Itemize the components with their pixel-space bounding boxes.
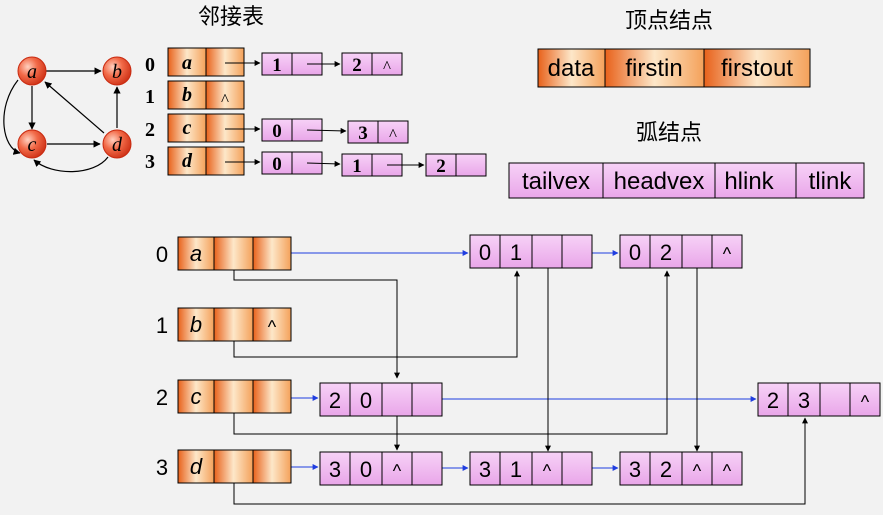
arc-headvex: 3 [798, 388, 810, 413]
graph-node-label: a [27, 61, 37, 83]
graph-node-b: b [102, 56, 132, 86]
arc-headvex: 1 [510, 240, 522, 265]
field-firstout: firstout [721, 55, 793, 82]
null-pointer: ^ [383, 57, 391, 76]
arc-tlink: ^ [861, 392, 870, 412]
arc-node-0-1: 0 1 [469, 234, 593, 269]
arc-node-2-3: 2 3 ^ [757, 382, 881, 417]
row-index: 1 [145, 86, 155, 108]
arc-node-3-1: 3 1 ^ [469, 451, 593, 486]
vertex-data: b [190, 312, 202, 337]
field-tailvex: tailvex [522, 168, 590, 195]
arc-tailvex: 3 [479, 457, 491, 482]
field-data: data [548, 55, 595, 82]
arc-tailvex: 0 [629, 240, 641, 265]
adjacency-list-title: 邻接表 [198, 5, 264, 30]
field-hlink: hlink [724, 168, 774, 195]
arc-tailvex: 0 [479, 240, 491, 265]
adjacency-row-1: 1 b ^ [145, 80, 245, 110]
vertex-index: 3 [156, 455, 168, 480]
adjacency-row-0: 0 a 1 2 ^ [145, 47, 403, 77]
vertex-data: c [191, 384, 202, 409]
adj-node-value: 1 [272, 55, 282, 76]
arc-node-2-0: 2 0 [319, 382, 443, 417]
vertex-node-structure: data firstin firstout [537, 48, 811, 88]
vertex-index: 1 [156, 313, 168, 338]
graph-node-label: c [28, 134, 37, 156]
adj-node-value: 3 [358, 123, 368, 144]
adj-node-value: 0 [272, 121, 282, 142]
vertex-label: c [183, 117, 192, 139]
arc-tailvex: 3 [629, 457, 641, 482]
arc-hlink: ^ [543, 461, 552, 481]
null-pointer: ^ [221, 90, 229, 109]
edge-a-d [3, 79, 21, 155]
arc-headvex: 1 [510, 457, 522, 482]
edge-d-a [44, 81, 105, 134]
link-b-firstin [233, 270, 520, 358]
arc-tlink: ^ [723, 461, 732, 481]
arc-tailvex: 2 [329, 388, 341, 413]
row-index: 3 [145, 151, 155, 173]
link-d-firstin [233, 417, 808, 505]
graph-edges [3, 67, 121, 173]
arc-tailvex: 2 [767, 388, 779, 413]
arc-headvex: 0 [360, 457, 372, 482]
graph-node-c: c [17, 129, 47, 159]
arc-node-title: 弧结点 [636, 121, 702, 146]
orthogonal-list: 0 a 1 b ^ 2 c 3 d [156, 234, 881, 505]
arc-hlink: ^ [393, 461, 402, 481]
arc-headvex: 2 [660, 457, 672, 482]
graph-node-d: d [102, 129, 132, 159]
graph-node-a: a [17, 56, 47, 86]
adjacency-row-2: 2 c 0 3 ^ [145, 113, 409, 144]
field-firstin: firstin [625, 55, 682, 82]
arc-node-0-2: 0 2 ^ [619, 234, 743, 269]
row-index: 0 [145, 54, 155, 76]
vertex-data: d [190, 454, 203, 479]
adj-node-value: 2 [436, 156, 446, 177]
arc-tailvex: 3 [329, 457, 341, 482]
field-tlink: tlink [809, 168, 853, 195]
ortho-vertex-0: 0 a [156, 236, 292, 271]
link-c-firstin [233, 270, 670, 435]
adj-node-value: 0 [272, 154, 282, 175]
vertex-data: a [190, 241, 202, 266]
vertex-node-title: 顶点结点 [625, 9, 713, 34]
arc-headvex: 2 [660, 240, 672, 265]
adjacency-list: 0 a 1 2 ^ 1 b ^ 2 c 0 [145, 47, 487, 177]
adj-node-value: 2 [352, 55, 362, 76]
ortho-vertex-3: 3 d [156, 449, 292, 484]
arc-node-3-2: 3 2 ^ ^ [619, 451, 743, 486]
adjacency-row-3: 3 d 0 1 2 [145, 146, 487, 177]
adj-node-value: 1 [352, 156, 362, 177]
link-a-firstin [233, 267, 400, 379]
graph-node-label: b [112, 61, 122, 83]
vertex-label: d [182, 150, 193, 172]
field-headvex: headvex [614, 168, 705, 195]
vertex-label: a [182, 52, 192, 74]
arc-node-3-0: 3 0 ^ [319, 451, 443, 486]
directed-graph: a b c d [3, 56, 132, 173]
ortho-vertex-1: 1 b ^ [156, 307, 292, 342]
vertex-label: b [182, 84, 192, 106]
row-index: 2 [145, 119, 155, 141]
arc-hlink: ^ [693, 461, 702, 481]
ortho-vertex-2: 2 c [156, 379, 292, 414]
vertex-index: 2 [156, 385, 168, 410]
edge-d-c [33, 156, 109, 173]
graph-node-label: d [112, 134, 123, 156]
arc-node-structure: tailvex headvex hlink tlink [508, 162, 865, 199]
vertex-index: 0 [156, 242, 168, 267]
arc-headvex: 0 [360, 388, 372, 413]
arc-tlink: ^ [723, 244, 732, 264]
null-pointer: ^ [268, 317, 277, 337]
null-pointer: ^ [389, 125, 397, 144]
